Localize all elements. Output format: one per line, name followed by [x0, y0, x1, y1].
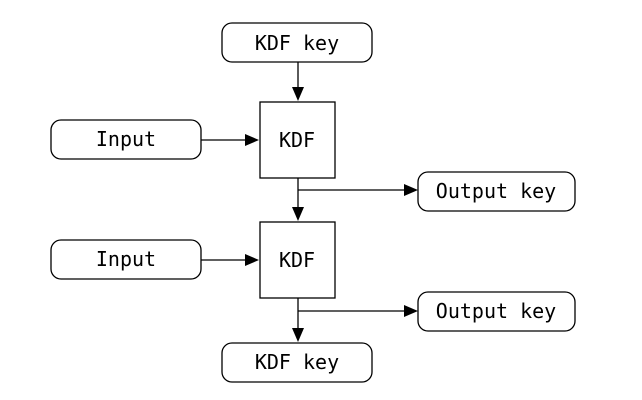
arrowhead-icon — [245, 254, 259, 266]
bottom-kdf-key-node: KDF key — [221, 342, 373, 383]
output-key-label-1: Output key — [436, 179, 556, 203]
kdf-label-1: KDF — [279, 128, 315, 152]
top-kdf-key-label: KDF key — [255, 31, 339, 55]
kdf-label-2: KDF — [279, 248, 315, 272]
top-kdf-key-node: KDF key — [221, 22, 373, 63]
input-label-1: Input — [96, 127, 156, 151]
output-key-node-1: Output key — [417, 171, 576, 212]
kdf-box-2: KDF — [259, 221, 336, 299]
arrowhead-icon — [292, 328, 304, 342]
bottom-kdf-key-label: KDF key — [255, 350, 339, 374]
output-key-node-2: Output key — [417, 291, 576, 332]
input-label-2: Input — [96, 247, 156, 271]
arrowhead-icon — [292, 207, 304, 221]
edges — [201, 62, 418, 342]
arrowhead-icon — [404, 184, 418, 196]
output-key-label-2: Output key — [436, 299, 556, 323]
arrowhead-icon — [404, 305, 418, 317]
kdf-box-1: KDF — [259, 101, 336, 179]
input-node-1: Input — [50, 119, 202, 160]
arrowhead-icon — [292, 87, 304, 101]
arrowhead-icon — [245, 134, 259, 146]
input-node-2: Input — [50, 239, 202, 280]
